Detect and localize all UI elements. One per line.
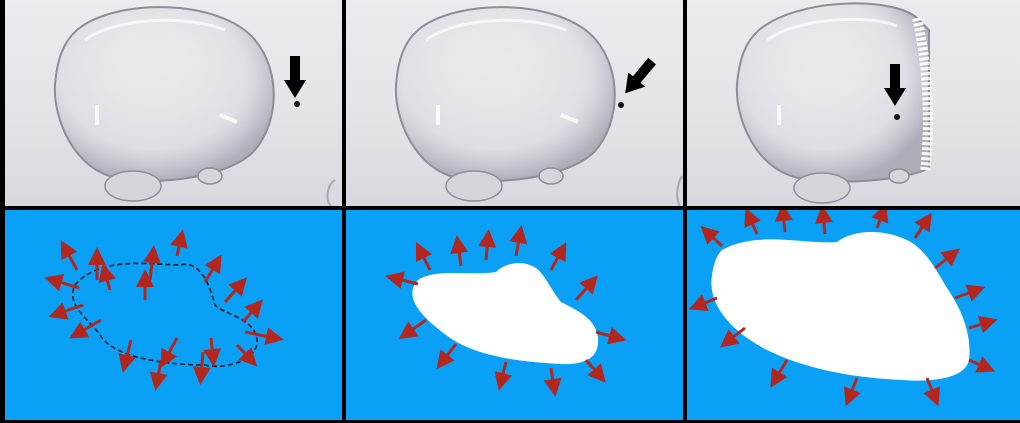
dashed-hole-outline [73,263,257,366]
hole-shape [711,232,969,381]
pointer-arrow-icon [284,56,306,98]
diagram-panel-1 [5,210,342,420]
large-hole-diagram [687,210,1020,420]
bubble-photo-1 [5,0,342,206]
photo-panel-3 [687,0,1020,206]
small-hole-diagram [346,210,683,420]
expansion-arrows [53,238,275,382]
bubble-photo-3 [687,0,1020,206]
bubble-photo-2 [346,0,683,206]
diagram-panel-2 [346,210,683,420]
soap-bubble [55,7,274,181]
hole-shape [412,263,598,364]
photo-panel-2 [346,0,683,206]
pointer-arrow-icon [617,54,661,100]
photo-panel-1 [5,0,342,206]
hole-outline-diagram [5,210,342,420]
diagram-panel-3 [687,210,1020,420]
soap-bubble [396,7,615,181]
